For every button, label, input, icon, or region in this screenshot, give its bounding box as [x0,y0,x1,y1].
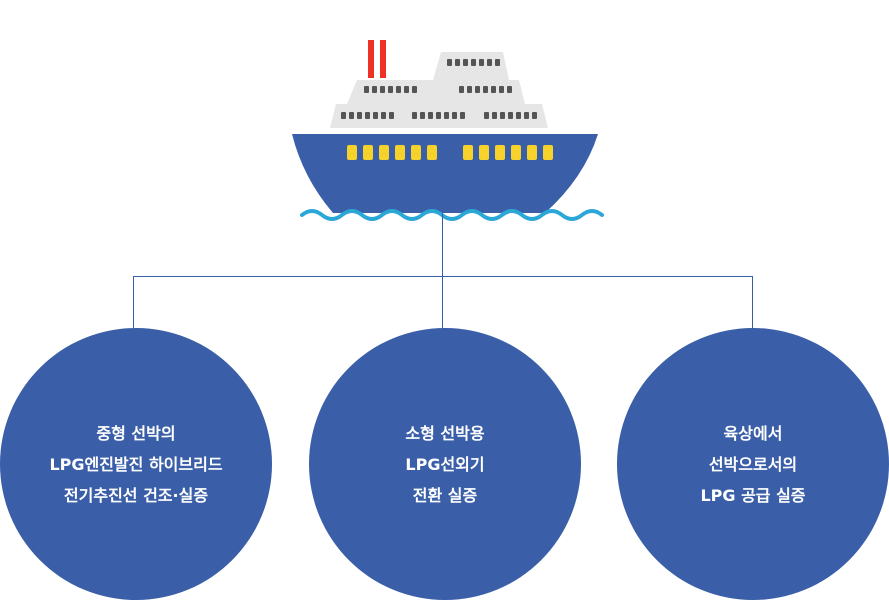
cabin-window [420,112,425,119]
node-text-line: LPG 공급 실증 [700,485,806,505]
cabin-window [389,112,394,119]
upper-windows [447,59,500,66]
cabin-window [483,86,488,93]
cabin-window [471,59,476,66]
connector-horizontal [133,276,753,277]
wave-line [300,209,604,221]
cabin-window [460,112,465,119]
cabin-window [524,112,529,119]
porthole [347,145,357,160]
connector-branch-left [133,276,134,328]
cabin-window [500,112,505,119]
cabin-window [404,86,409,93]
cabin-window [532,112,537,119]
cabin-window [487,59,492,66]
porthole [363,145,373,160]
node-mid-size-vessel: 중형 선박의 LPG엔진발진 하이브리드 전기추진선 건조·실증 [0,328,272,600]
lower-windows [341,112,537,119]
cabin-window [452,112,457,119]
porthole [379,145,389,160]
connector-branch-middle [442,276,443,328]
porthole [411,145,421,160]
cabin-window [447,59,452,66]
cabin-window [499,86,504,93]
chimney-right [380,40,386,78]
porthole [395,145,405,160]
cabin-window [507,86,512,93]
cabin-window [516,112,521,119]
porthole [463,145,473,160]
cabin-window [349,112,354,119]
node-shore-to-ship-supply: 육상에서 선박으로서의 LPG 공급 실증 [617,328,889,600]
cabin-window [479,59,484,66]
connector-vertical-top [442,213,443,276]
node-text-line: LPG엔진발진 하이브리드 [49,454,223,474]
node-text-line: 전기추진선 건조·실증 [63,485,209,505]
cabin-window [381,112,386,119]
node-text-line: 소형 선박용 [405,423,485,443]
node-text-line: 전환 실증 [412,485,478,505]
cabin-window [364,86,369,93]
middle-windows [364,86,512,93]
cabin-window [436,112,441,119]
node-text-line: 육상에서 [723,423,783,443]
cabin-window [491,86,496,93]
porthole [427,145,437,160]
cabin-window [388,86,393,93]
ship-icon [292,40,604,221]
porthole [511,145,521,160]
cabin-window [412,86,417,93]
cabin-window [373,112,378,119]
cabin-window [463,59,468,66]
portholes [347,145,553,160]
cabin-window [508,112,513,119]
porthole [495,145,505,160]
cabin-window [484,112,489,119]
cabin-window [444,112,449,119]
cabin-window [467,86,472,93]
node-text-line: 선박으로서의 [708,454,798,474]
cabin-window [396,86,401,93]
cabin-window [380,86,385,93]
node-text-line: LPG선외기 [405,454,485,474]
porthole [479,145,489,160]
cabin-window [475,86,480,93]
cabin-window [412,112,417,119]
cabin-window [492,112,497,119]
porthole [527,145,537,160]
connector-branch-right [752,276,753,328]
cabin-window [357,112,362,119]
node-small-vessel: 소형 선박용 LPG선외기 전환 실증 [309,328,581,600]
cabin-window [365,112,370,119]
node-text-line: 중형 선박의 [96,423,176,443]
cabin-window [341,112,346,119]
cabin-window [495,59,500,66]
chimney-left [368,40,374,78]
cabin-window [372,86,377,93]
cabin-window [428,112,433,119]
cabin-window [459,86,464,93]
cabin-window [455,59,460,66]
porthole [543,145,553,160]
